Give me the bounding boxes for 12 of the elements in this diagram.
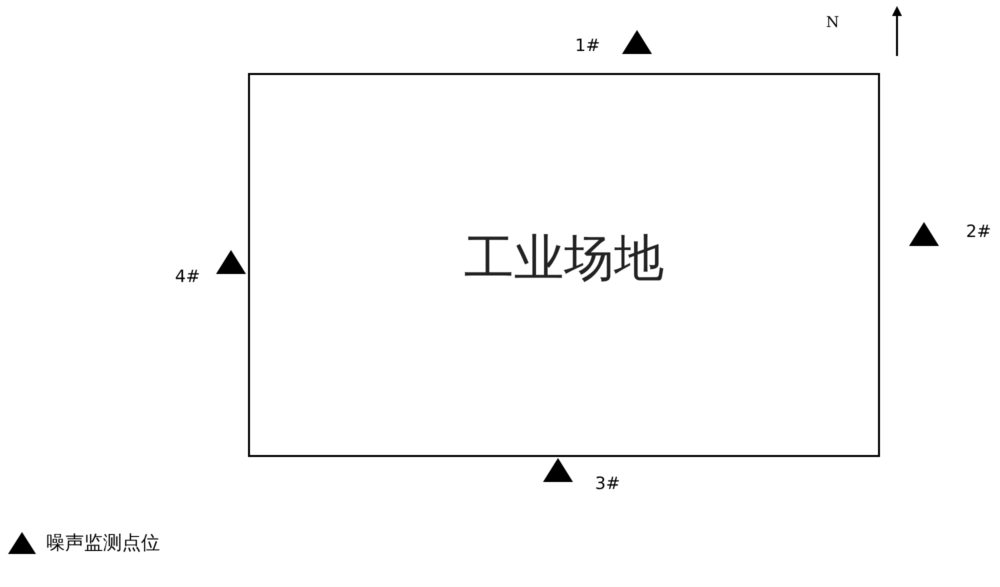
- monitoring-point-marker: [622, 30, 652, 54]
- point-label: 1#: [575, 36, 600, 56]
- point-label: 2#: [966, 222, 992, 242]
- site-boundary: [248, 73, 880, 457]
- monitoring-point-marker: [909, 222, 939, 246]
- monitoring-point-marker: [216, 250, 246, 274]
- point-label: 3#: [595, 474, 620, 494]
- point-label: 4#: [175, 267, 200, 287]
- legend-text: 噪声监测点位: [46, 533, 160, 553]
- monitoring-point-marker: [543, 458, 573, 482]
- north-label: N: [826, 12, 840, 32]
- site-name: 工业场地: [464, 230, 664, 286]
